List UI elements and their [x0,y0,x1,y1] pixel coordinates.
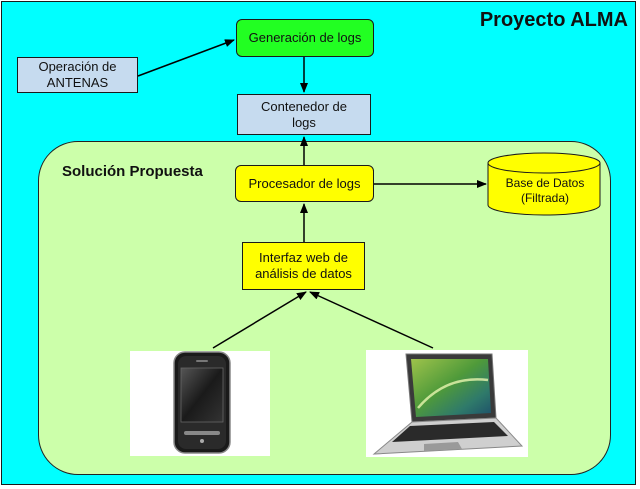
processor-box: Procesador de logs [235,165,374,202]
solution-title: Solución Propuesta [62,163,203,180]
smartphone-image [130,351,270,456]
laptop-image [366,350,528,457]
database-cylinder [487,152,601,216]
smartphone-icon [173,351,231,454]
arrow-antennas-to-generation [137,39,235,77]
arrow-laptop-to-web [309,291,434,349]
antennas-box: Operación de ANTENAS [17,57,138,93]
arrow-phone-to-web [212,291,307,349]
project-title: Proyecto ALMA [479,9,628,31]
container-box: Contenedor de logs [237,94,371,135]
laptop-icon [372,353,524,455]
generation-box: Generación de logs [236,19,374,57]
database-label: Base de Datos (Filtrada) [505,176,585,205]
web-interface-box: Interfaz web de análisis de datos [242,242,365,290]
